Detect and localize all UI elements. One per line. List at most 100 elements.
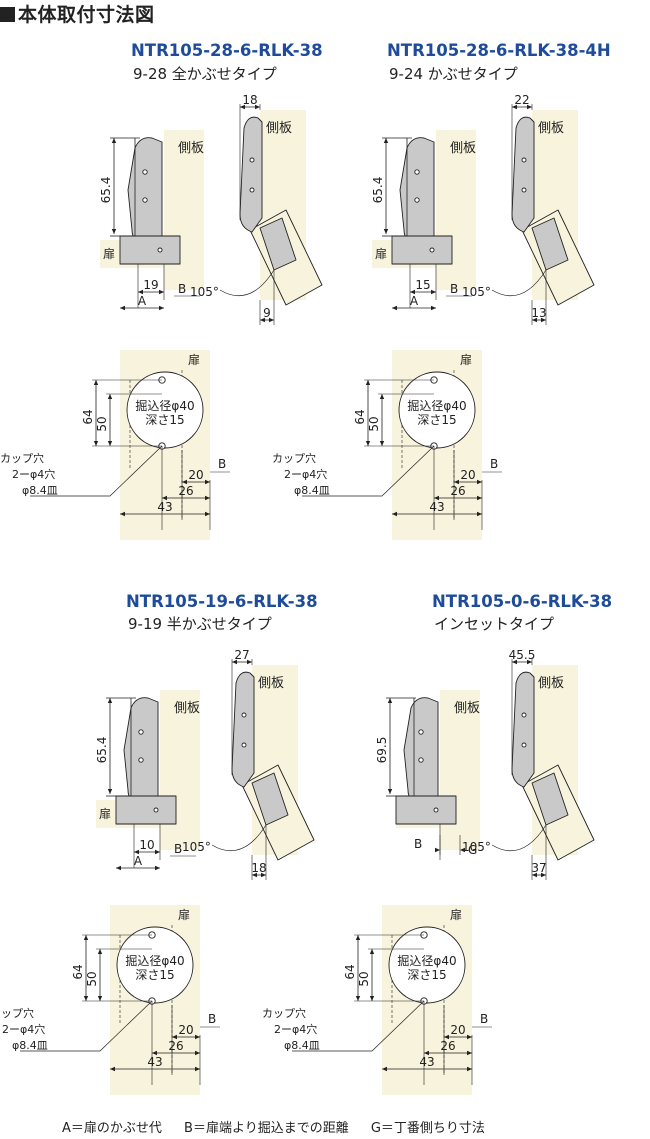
b-label: B: [450, 282, 458, 296]
d43-dim-arrow-right: [467, 1066, 472, 1072]
d64-dim-label: 64: [343, 964, 357, 979]
side-panel-label: 側板: [538, 676, 564, 691]
offset-dim-arrow-left: [134, 849, 139, 855]
open-arm: [511, 116, 535, 233]
open-screw-2: [521, 187, 527, 193]
subtitle-4: インセットタイプ: [434, 615, 555, 633]
d50-dim-label: 50: [95, 416, 109, 431]
d50-dim-label: 50: [85, 971, 99, 986]
depth-label: 深さ15: [417, 413, 456, 427]
cup-label-1: カップ穴: [0, 451, 44, 465]
b-label: B: [178, 282, 186, 296]
open-cup: [531, 217, 569, 271]
hinge-cup: [395, 795, 457, 825]
d20-dim-arrow-left: [182, 479, 187, 485]
bore-label: 掘込径φ40: [125, 953, 184, 968]
height-dim-arrow-bottom: [383, 229, 389, 234]
model-title-4: NTR105-0-6-RLK-38: [432, 592, 613, 611]
square-bullet-icon: [0, 7, 15, 22]
d26-dim-arrow-left: [424, 1050, 429, 1056]
angle-arc: [491, 269, 547, 297]
offset-dim-label: 15: [415, 278, 430, 292]
d50-dim-arrow-bottom: [107, 441, 113, 446]
legend-a: A＝扉のかぶせ代: [62, 1121, 162, 1136]
d20-dim-label: 20: [450, 1023, 465, 1037]
d50-dim-arrow-bottom: [97, 996, 103, 1001]
cup-label-3: φ8.4皿: [22, 484, 58, 497]
offset-dim-arrow-left: [410, 289, 415, 295]
d20-dim-arrow-right: [195, 1034, 200, 1040]
b-label: B: [174, 842, 182, 856]
legend-g: G＝丁番側ちり寸法: [370, 1121, 485, 1136]
top-dim-arrow-left: [512, 659, 517, 665]
subtitle-1: 9-28 全かぶせタイプ: [133, 65, 277, 83]
side-panel-label: 側板: [454, 701, 480, 716]
a-dim-arrow-left: [120, 305, 125, 311]
offset-dim-arrow-right: [431, 289, 436, 295]
open-cup: [251, 772, 289, 826]
b-label: B: [414, 837, 422, 851]
bottom-dim-arrow-right: [261, 872, 266, 878]
d43-dim-label: 43: [157, 500, 172, 514]
d50-dim-label: 50: [357, 971, 371, 986]
d64-dim-arrow-top: [83, 935, 89, 940]
d50-dim-arrow-top: [379, 394, 385, 399]
top-dim-label: 45.5: [509, 648, 536, 662]
bore-label: 掘込径φ40: [397, 953, 456, 968]
door-label: 扉: [188, 353, 200, 367]
door-label: 扉: [103, 247, 115, 261]
bottom-dim-arrow-right: [269, 317, 274, 323]
hinge-screw-2: [414, 197, 420, 203]
model-title-3: NTR105-19-6-RLK-38: [126, 592, 318, 611]
bottom-dim-label: 18: [251, 861, 266, 875]
top-dim-arrow-right: [255, 104, 260, 110]
open-cup: [531, 772, 569, 826]
depth-label: 深さ15: [135, 968, 174, 982]
hinge-screw-1: [418, 729, 424, 735]
cup-label-2: 2ーφ4穴: [2, 1022, 45, 1036]
d43-dim-label: 43: [147, 1055, 162, 1069]
b-label: B: [208, 1012, 216, 1026]
height-dim-label: 69.5: [375, 737, 389, 764]
cup-leader: [292, 1000, 425, 1052]
top-dim-arrow-left: [512, 104, 517, 110]
bottom-dim-arrow-left: [260, 317, 265, 323]
d43-dim-arrow-right: [195, 1066, 200, 1072]
cup-label-3: φ8.4皿: [294, 484, 330, 497]
height-dim-arrow-bottom: [107, 789, 113, 794]
d26-dim-arrow-right: [205, 495, 210, 501]
page-title: 本体取付寸法図: [0, 0, 155, 27]
d26-dim-arrow-right: [467, 1050, 472, 1056]
d26-dim-arrow-left: [152, 1050, 157, 1056]
open-screw-2: [521, 742, 527, 748]
open-screw-2: [249, 187, 255, 193]
d50-dim-label: 50: [367, 416, 381, 431]
bottom-dim-arrow-left: [532, 872, 537, 878]
door-label: 扉: [99, 807, 111, 821]
d43-dim-arrow-left: [120, 511, 125, 517]
top-dim-label: 18: [242, 93, 257, 107]
g-label: G: [468, 843, 477, 857]
closed-view-4: 側板扉69.5BG: [375, 690, 480, 860]
open-screw-1: [521, 712, 527, 718]
d26-dim-label: 26: [450, 484, 465, 498]
angle-arc: [219, 269, 275, 297]
open-screw-1: [521, 157, 527, 163]
d64-dim-arrow-bottom: [365, 441, 371, 446]
angle-arc: [491, 824, 547, 852]
d20-dim-label: 20: [178, 1023, 193, 1037]
top-dim-label: 27: [234, 648, 249, 662]
b-label: B: [218, 457, 226, 471]
offset-dim-label: 10: [139, 838, 154, 852]
hinge-cup: [119, 235, 181, 265]
d20-dim-arrow-right: [205, 479, 210, 485]
angle-label: 105°: [182, 840, 211, 854]
